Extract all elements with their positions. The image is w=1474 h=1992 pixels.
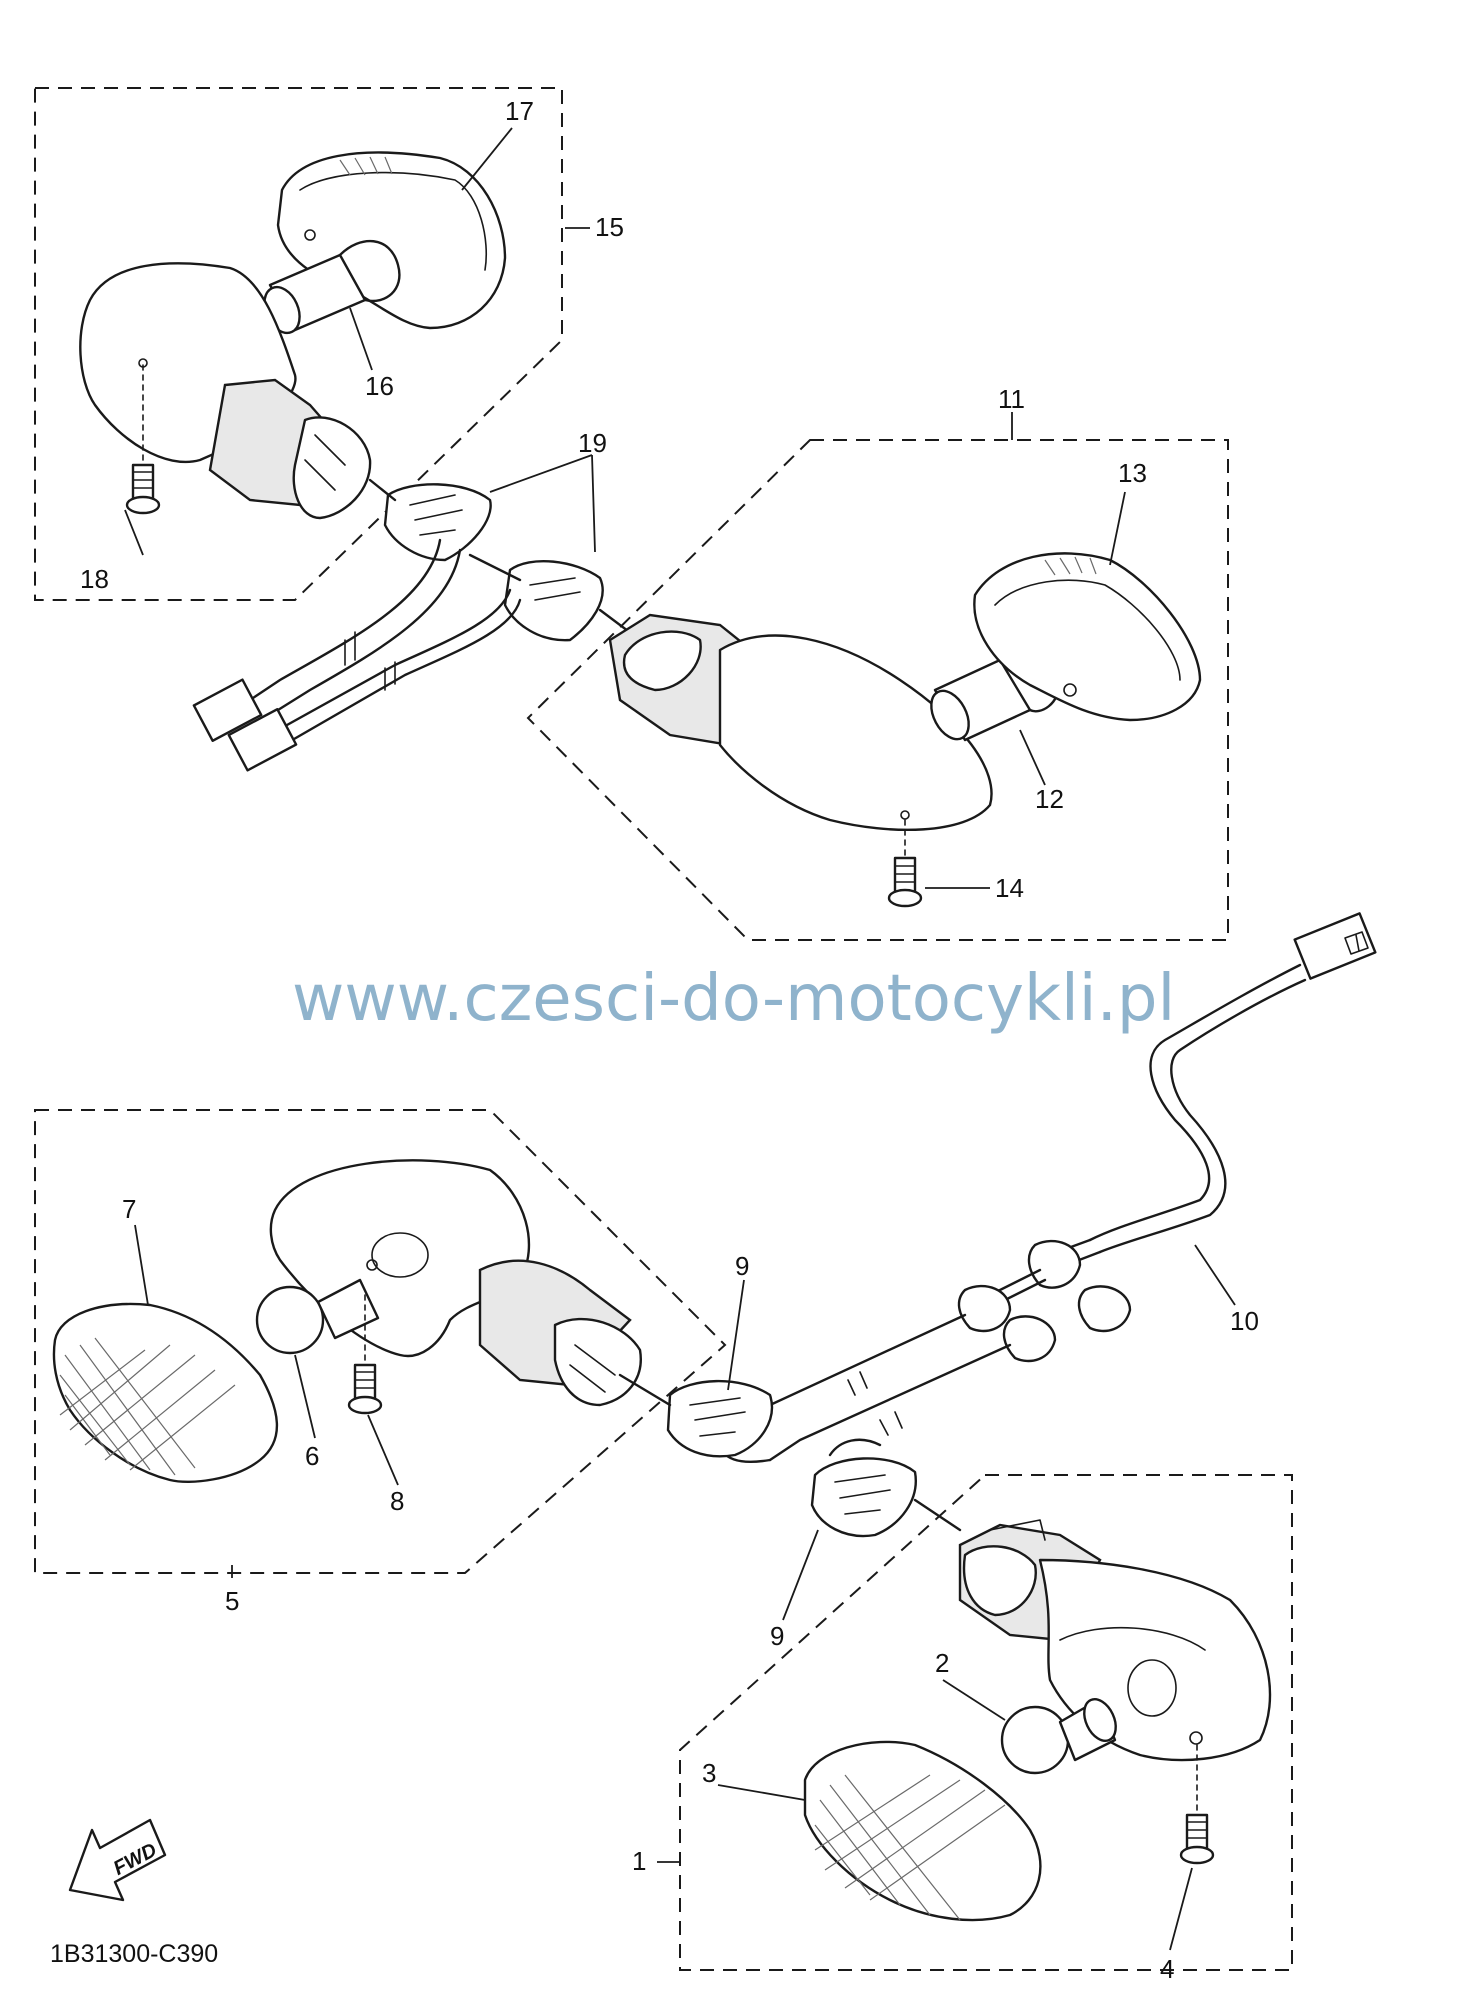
- callout-labels: 17 15 16 18 19 11 13 12 14 7 6 8 9 10 5 …: [80, 96, 1259, 1984]
- part-18-screw: [125, 358, 161, 515]
- callout-19: 19: [578, 428, 607, 458]
- part-3-lens: [803, 1740, 1042, 1922]
- part-14-screw: [887, 810, 923, 908]
- part-7-lens: [52, 1302, 279, 1483]
- callout-18: 18: [80, 564, 109, 594]
- callout-17: 17: [505, 96, 534, 126]
- callout-4: 4: [1160, 1954, 1174, 1984]
- callout-16: 16: [365, 371, 394, 401]
- part-13-lens: [973, 552, 1202, 722]
- callout-5: 5: [225, 1586, 239, 1616]
- leader-lines: [124, 127, 1236, 1951]
- callout-8: 8: [390, 1486, 404, 1516]
- part-19-grommets: [368, 478, 642, 642]
- housing-top-right: [608, 613, 993, 832]
- part-17-lens: [276, 151, 507, 330]
- part-2-bulb: [1000, 1698, 1117, 1775]
- part-9-grommet-left: [618, 1373, 774, 1458]
- watermark-url: www.czesci-do-motocykli.pl: [292, 962, 1175, 1036]
- callout-15: 15: [595, 212, 624, 242]
- callout-10: 10: [1230, 1306, 1259, 1336]
- callout-14: 14: [995, 873, 1024, 903]
- group-box-5: [34, 1109, 727, 1574]
- housing-top-left: [79, 262, 372, 520]
- part-8-screw: [347, 1294, 383, 1415]
- callout-11: 11: [998, 384, 1025, 414]
- fwd-arrow-icon: FWD: [68, 1818, 167, 1902]
- part-6-bulb: [255, 1259, 380, 1355]
- callout-6: 6: [305, 1441, 319, 1471]
- part-9-grommet-right: [810, 1438, 962, 1538]
- callout-12: 12: [1035, 784, 1064, 814]
- callout-3: 3: [702, 1758, 716, 1788]
- callout-13: 13: [1118, 458, 1147, 488]
- housing-left-middle: [269, 1159, 642, 1407]
- callout-9-right: 9: [770, 1621, 784, 1651]
- callout-9-left: 9: [735, 1251, 749, 1281]
- callout-1: 1: [632, 1846, 646, 1876]
- callout-7: 7: [122, 1194, 136, 1224]
- group-box-11: [526, 439, 1229, 941]
- wire-harness-top: [192, 538, 522, 772]
- part-4-screw: [1179, 1744, 1215, 1865]
- group-box-15: [34, 87, 563, 601]
- callout-2: 2: [935, 1648, 949, 1678]
- group-box-1: [679, 1474, 1293, 1971]
- diagram-code: 1B31300-C390: [50, 1940, 218, 1968]
